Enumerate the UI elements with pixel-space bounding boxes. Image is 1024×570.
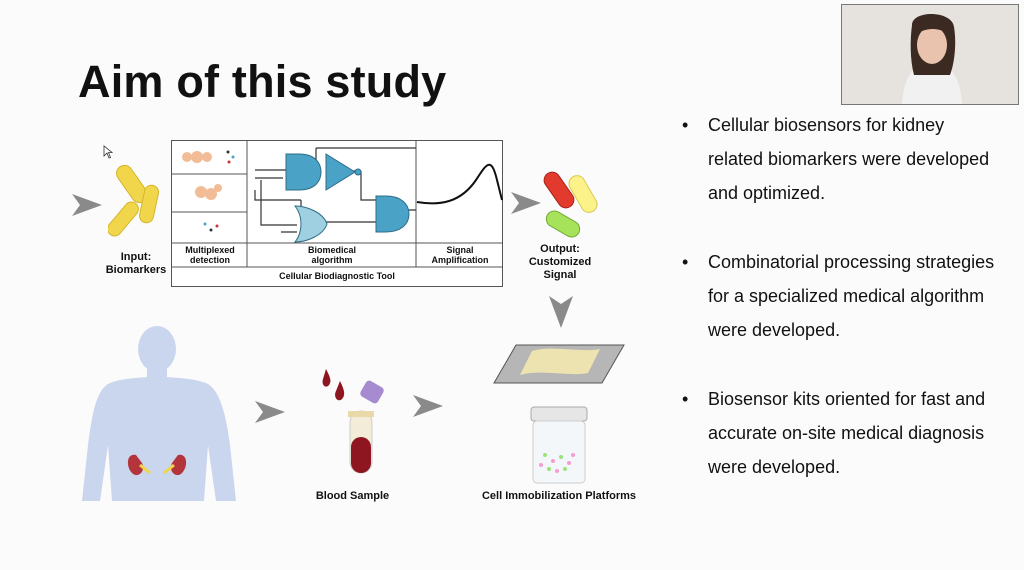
blood-sample-tube-icon	[318, 367, 390, 477]
webcam-video-tile[interactable]	[841, 4, 1019, 105]
biodiagnostic-tool-diagram	[171, 140, 503, 287]
bullet-icon: •	[682, 115, 689, 135]
cell-immobilization-platforms-label: Cell Immobilization Platforms	[481, 490, 637, 502]
bullet-text: Biosensor kits oriented for fast and acc…	[708, 389, 986, 477]
blood-to-platform-arrow-icon	[411, 393, 445, 419]
blood-sample-label: Blood Sample	[315, 490, 390, 502]
output-arrow-icon	[509, 190, 543, 216]
human-body-kidneys-icon	[80, 325, 238, 505]
input-biomarkers-label: Input: Biomarkers	[105, 251, 167, 276]
participant-video-icon	[842, 5, 1018, 104]
column-biomedical-algorithm-label: Biomedical algorithm	[307, 245, 356, 265]
body-to-blood-arrow-icon	[253, 399, 287, 425]
sample-jar-icon	[527, 405, 591, 485]
bullet-item: • Combinatorial processing strategies fo…	[682, 245, 1002, 347]
biomarker-pills-icon	[108, 163, 166, 243]
bullet-item: • Biosensor kits oriented for fast and a…	[682, 382, 1002, 484]
bullet-icon: •	[682, 389, 689, 409]
input-arrow-icon	[70, 192, 104, 218]
down-arrow-icon	[547, 294, 575, 330]
bullet-text: Cellular biosensors for kidney related b…	[708, 115, 990, 203]
bullet-text: Combinatorial processing strategies for …	[708, 252, 995, 340]
cellular-biodiagnostic-tool-label: Cellular Biodiagnostic Tool	[279, 271, 395, 281]
output-customized-signal-label: Output: Customized Signal	[528, 243, 592, 281]
bullet-icon: •	[682, 252, 689, 272]
aims-bullet-list: • Cellular biosensors for kidney related…	[682, 108, 1002, 519]
column-signal-amplification-label: Signal Amplification	[431, 245, 489, 265]
mouse-cursor-icon	[103, 145, 113, 159]
column-multiplexed-detection-label: Multiplexed detection	[185, 245, 235, 265]
customized-signal-pills-icon	[541, 168, 607, 240]
slide-platform-icon	[492, 343, 626, 385]
slide-title: Aim of this study	[78, 56, 447, 107]
bullet-item: • Cellular biosensors for kidney related…	[682, 108, 1002, 210]
